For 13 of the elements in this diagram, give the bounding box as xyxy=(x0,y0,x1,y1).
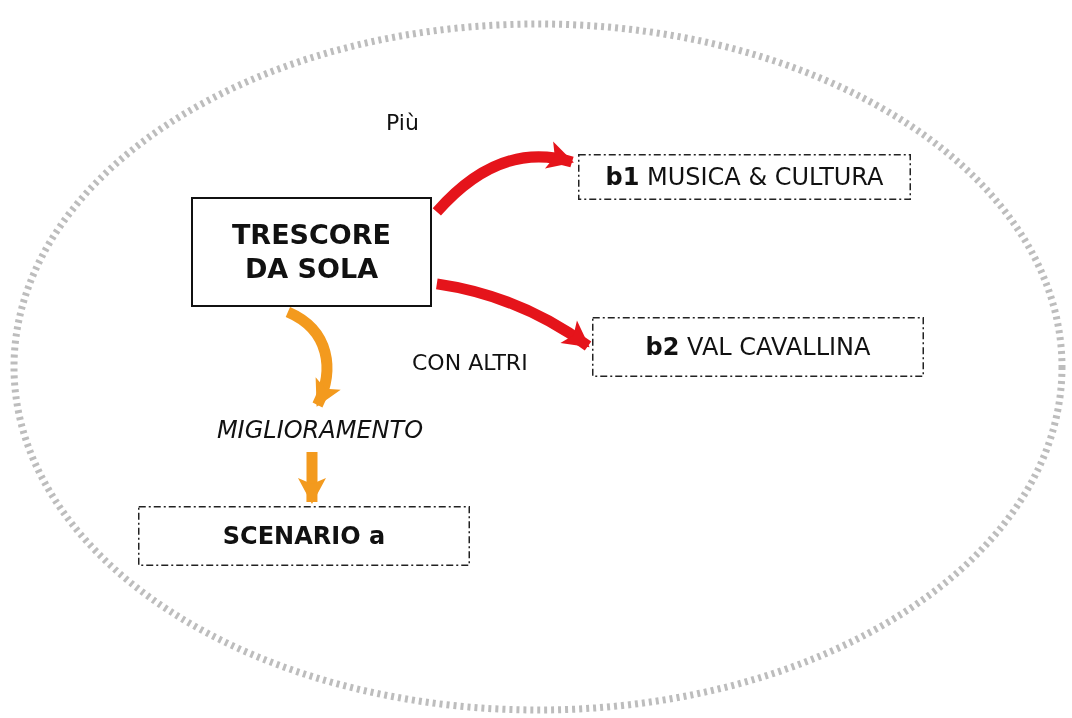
node-label: TRESCORE DA SOLA xyxy=(230,218,393,286)
dotted-ellipse xyxy=(10,20,1066,714)
dashed-box xyxy=(592,317,924,377)
curved-arrow xyxy=(432,142,574,216)
node-label: MIGLIORAMENTO xyxy=(216,415,424,445)
node-label: SCENARIO a xyxy=(222,521,386,551)
curved-arrow xyxy=(298,452,326,504)
node-label: b1 MUSICA & CULTURA xyxy=(605,162,884,192)
node-label: b2 VAL CAVALLINA xyxy=(645,332,871,362)
dashed-box xyxy=(138,506,470,566)
process-box xyxy=(191,197,432,307)
curved-arrow xyxy=(435,278,592,351)
dashed-box xyxy=(578,154,911,200)
